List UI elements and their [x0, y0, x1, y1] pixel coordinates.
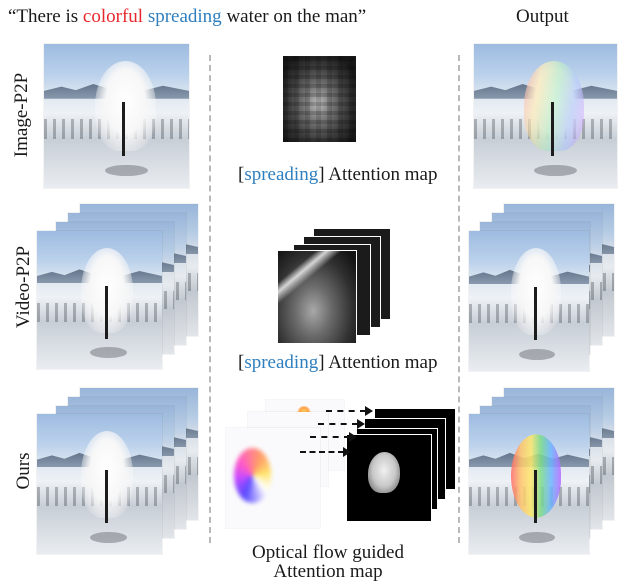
prompt-text: “There is colorful spreading water on th… [8, 6, 366, 28]
image-p2p-input-photo [44, 44, 189, 188]
flow-caption-line-2: Attention map [273, 561, 383, 582]
attention-mask-frame-front [346, 434, 432, 522]
divider-left [209, 55, 211, 543]
attention-map-caption-1: [spreading] Attention map [238, 164, 438, 185]
image-p2p-attention-map [283, 56, 356, 142]
prompt-suffix: water on the man” [221, 6, 367, 27]
caption-word-spreading-1: spreading [244, 164, 319, 185]
video-p2p-input-frame-front [37, 231, 162, 369]
flow-arrow-2 [318, 419, 365, 429]
row-label-video-p2p: Video-P2P [13, 245, 34, 329]
optical-flow-frame-front [226, 428, 320, 528]
prompt-prefix: “There is [8, 6, 83, 27]
ours-input-frame-front [37, 414, 162, 554]
attention-map-caption-2: [spreading] Attention map [238, 352, 438, 373]
divider-right [458, 55, 460, 543]
flow-attention-caption: Optical flow guided Attention map [238, 543, 418, 581]
row-label-ours: Ours [13, 452, 34, 490]
ours-output-frame-front [469, 414, 589, 554]
prompt-word-colorful: colorful [82, 6, 144, 27]
row-label-image-p2p: Image-P2P [11, 72, 32, 158]
prompt-word-spreading: spreading [147, 6, 222, 27]
video-p2p-attention-frame-front [277, 250, 357, 344]
flow-caption-line-1: Optical flow guided [252, 542, 404, 563]
video-p2p-output-frame-front [469, 231, 589, 371]
caption-word-spreading-2: spreading [244, 352, 319, 373]
image-p2p-output-photo [474, 44, 617, 188]
flow-arrow-4 [300, 447, 351, 457]
output-column-title: Output [516, 6, 569, 27]
flow-arrow-3 [310, 432, 357, 442]
flow-arrow-1 [326, 406, 373, 416]
